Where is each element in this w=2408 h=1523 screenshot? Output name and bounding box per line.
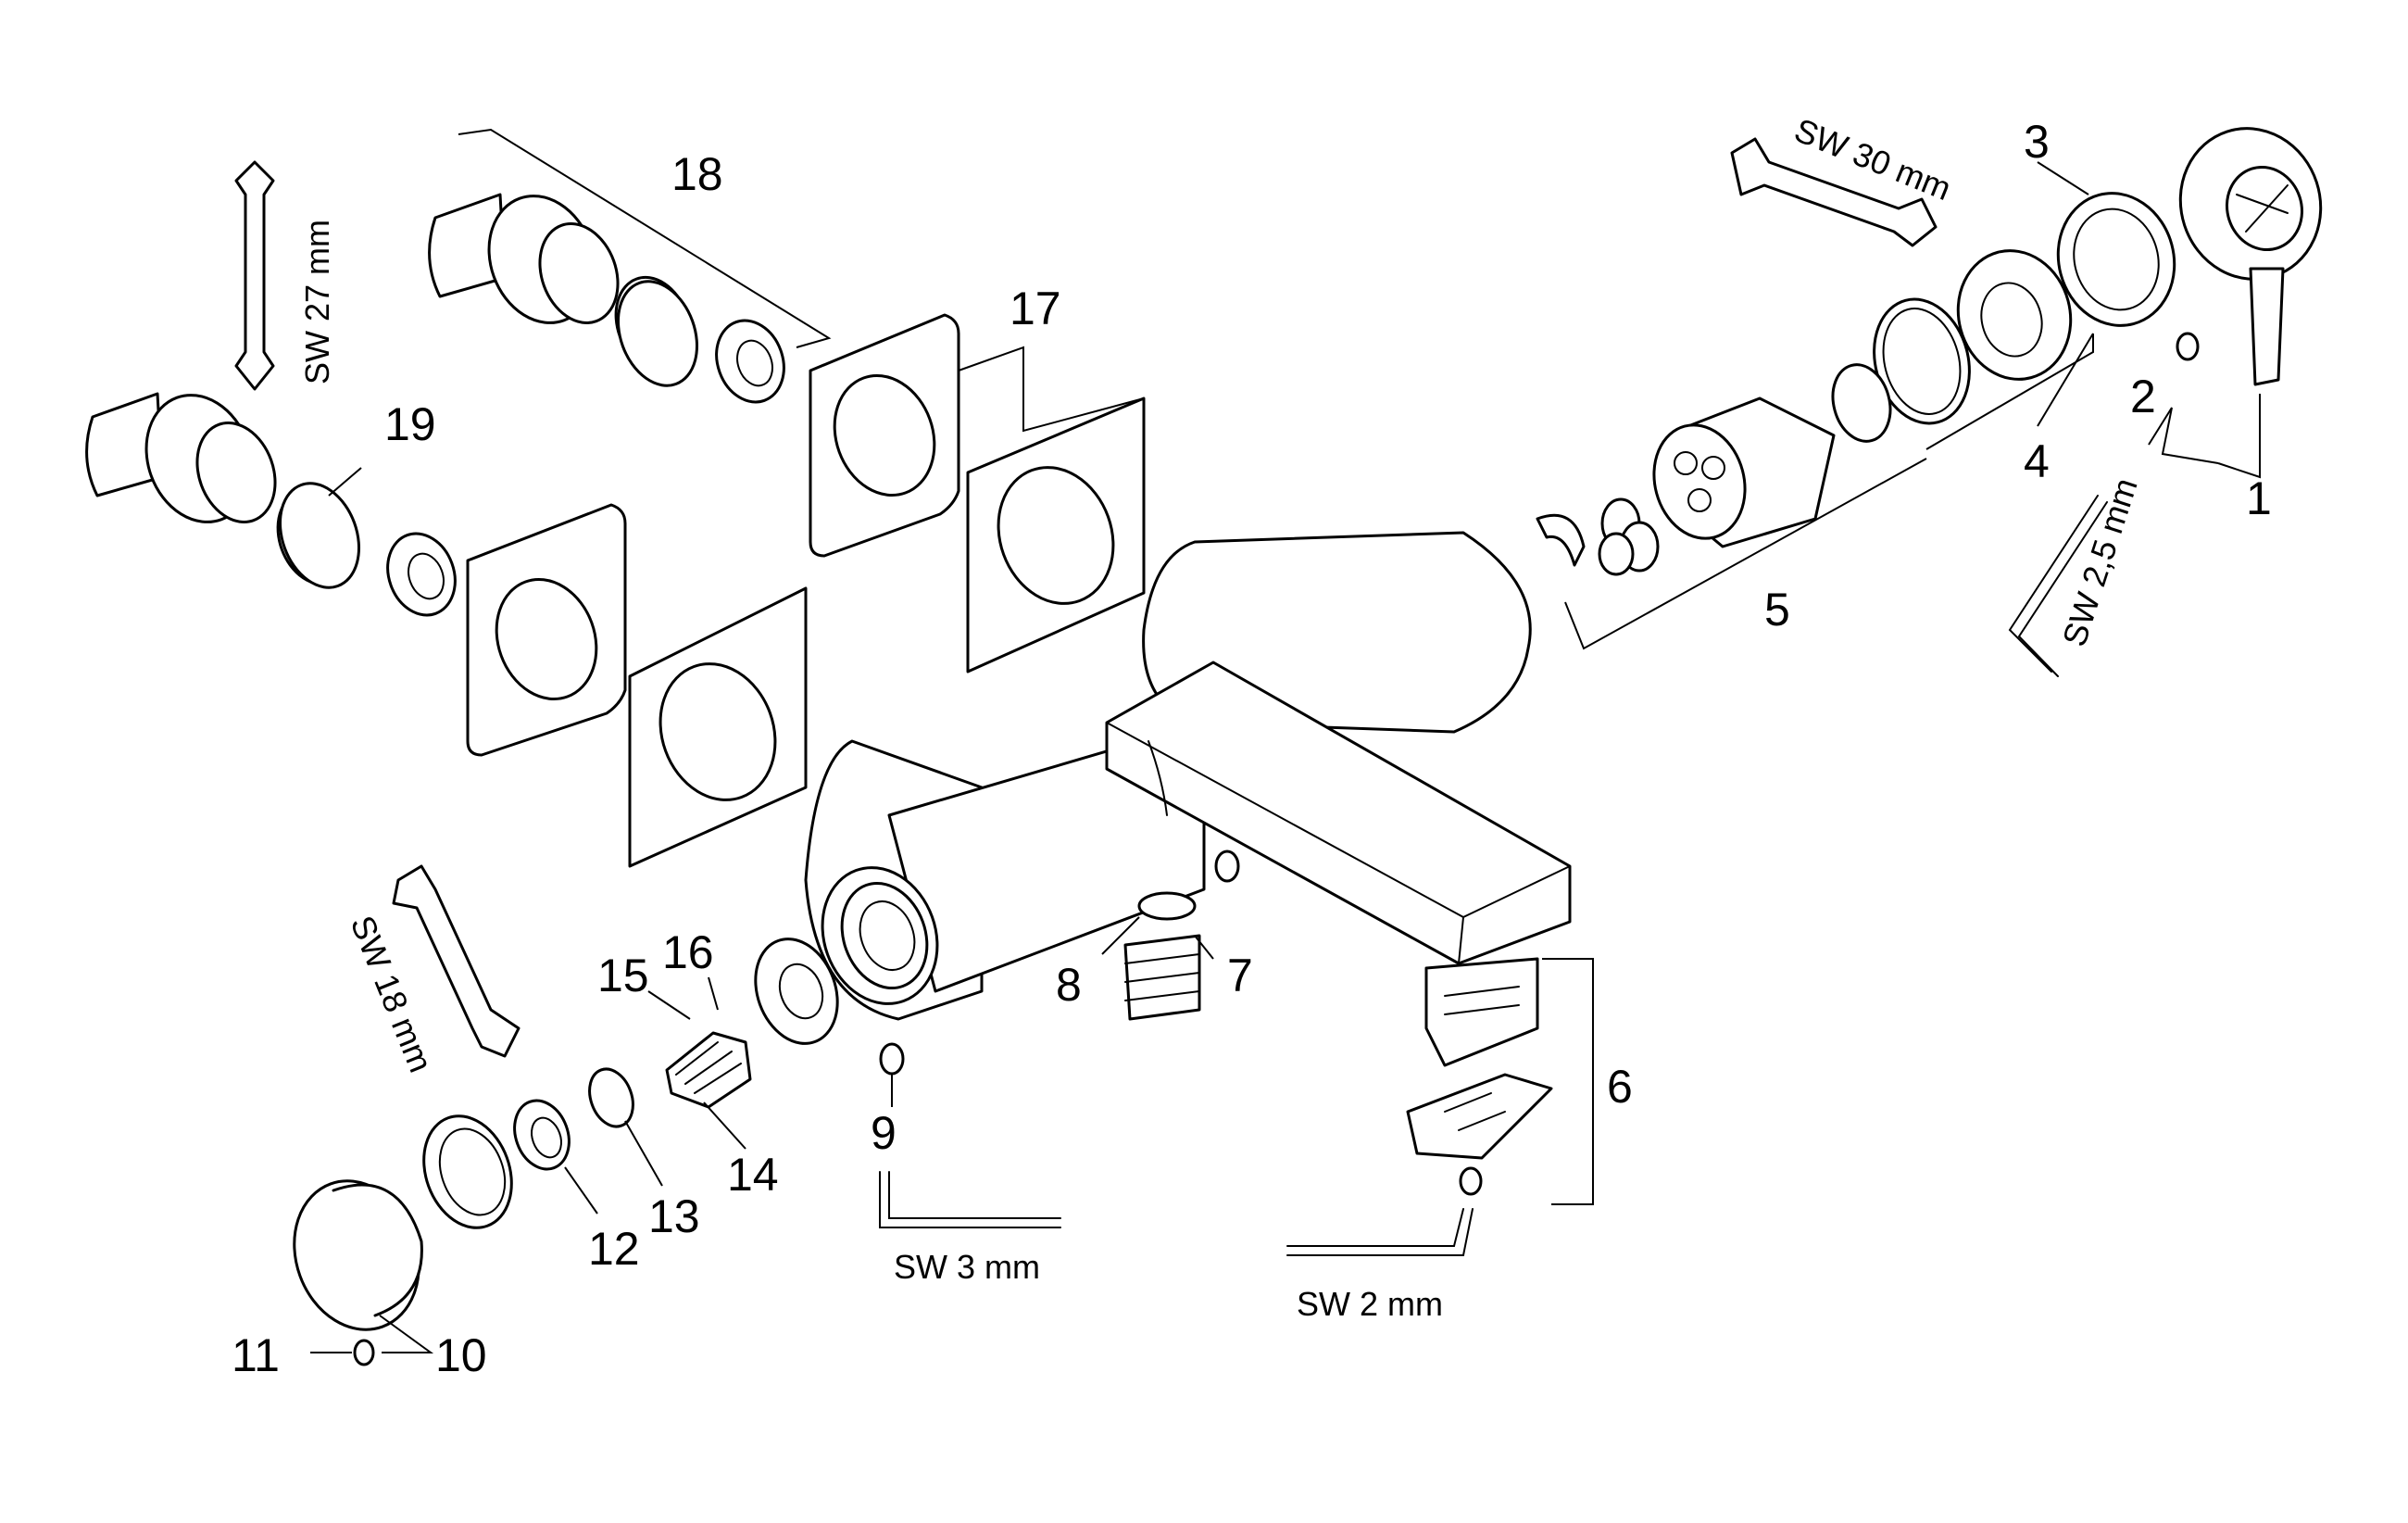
callout-7: 7 xyxy=(1227,950,1253,1001)
callout-16: 16 xyxy=(662,926,714,978)
aerator-holder xyxy=(1408,1075,1551,1158)
callout-2: 2 xyxy=(2130,371,2156,422)
cartridge xyxy=(1642,359,1899,549)
callout-11: 11 xyxy=(232,1329,280,1381)
callout-10: 10 xyxy=(435,1329,487,1381)
callout-1: 1 xyxy=(2246,472,2272,524)
cartridge-seals xyxy=(1537,499,1658,574)
rosette-upper-front xyxy=(968,398,1144,672)
tool-label-sw27: SW 27 mm xyxy=(298,220,336,384)
wrench-27-icon xyxy=(236,162,273,389)
nut-12 xyxy=(506,1093,579,1177)
lever-handle xyxy=(2161,110,2339,384)
callout-12: 12 xyxy=(588,1223,640,1275)
callout-15: 15 xyxy=(597,950,649,1001)
rosette-lower-front xyxy=(630,588,806,866)
hex-key-3-icon xyxy=(880,1172,1060,1227)
grub-screw-top xyxy=(1216,851,1238,881)
callout-8: 8 xyxy=(1056,959,1082,1011)
o-ring-13 xyxy=(582,1063,640,1132)
diverter-spindle xyxy=(667,1033,750,1107)
callout-18: 18 xyxy=(671,148,723,200)
tool-label-sw2: SW 2 mm xyxy=(1297,1285,1443,1323)
hex-key-2-5-icon xyxy=(2010,496,2107,676)
cap-ring xyxy=(2043,180,2189,338)
screw-6 xyxy=(1461,1168,1481,1194)
leader-lines xyxy=(310,130,2260,1353)
s-union-upper xyxy=(430,181,796,411)
hex-key-2-icon xyxy=(1287,1209,1473,1255)
screw-11 xyxy=(355,1340,373,1365)
flow-straightener xyxy=(1125,893,1199,1019)
cap-sleeve xyxy=(409,1103,527,1240)
callout-3: 3 xyxy=(2024,116,2050,168)
wrench-30-icon xyxy=(1732,139,1936,245)
callout-9: 9 xyxy=(871,1107,897,1159)
o-ring-upper xyxy=(605,271,711,396)
aerator-insert xyxy=(1426,959,1537,1065)
tool-label-sw3: SW 3 mm xyxy=(894,1248,1040,1286)
mixer-body xyxy=(804,533,1570,1020)
rosette-lower-back xyxy=(468,505,625,755)
tool-label-sw18: SW 18 mm xyxy=(344,911,441,1077)
o-ring-lower xyxy=(267,472,373,598)
callout-5: 5 xyxy=(1764,584,1790,636)
set-screw-2 xyxy=(2177,334,2198,359)
callout-6: 6 xyxy=(1607,1061,1633,1113)
callout-4: 4 xyxy=(2024,435,2050,487)
wrench-18-icon xyxy=(394,866,519,1056)
washer xyxy=(742,927,852,1055)
rosette-upper-back xyxy=(810,315,959,556)
sleeve xyxy=(1944,238,2085,392)
callout-19: 19 xyxy=(384,398,436,450)
callout-13: 13 xyxy=(648,1190,700,1242)
callout-17: 17 xyxy=(1010,283,1061,334)
grub-screw-9 xyxy=(881,1044,903,1074)
end-cap xyxy=(274,1164,439,1348)
callout-14: 14 xyxy=(727,1149,779,1201)
